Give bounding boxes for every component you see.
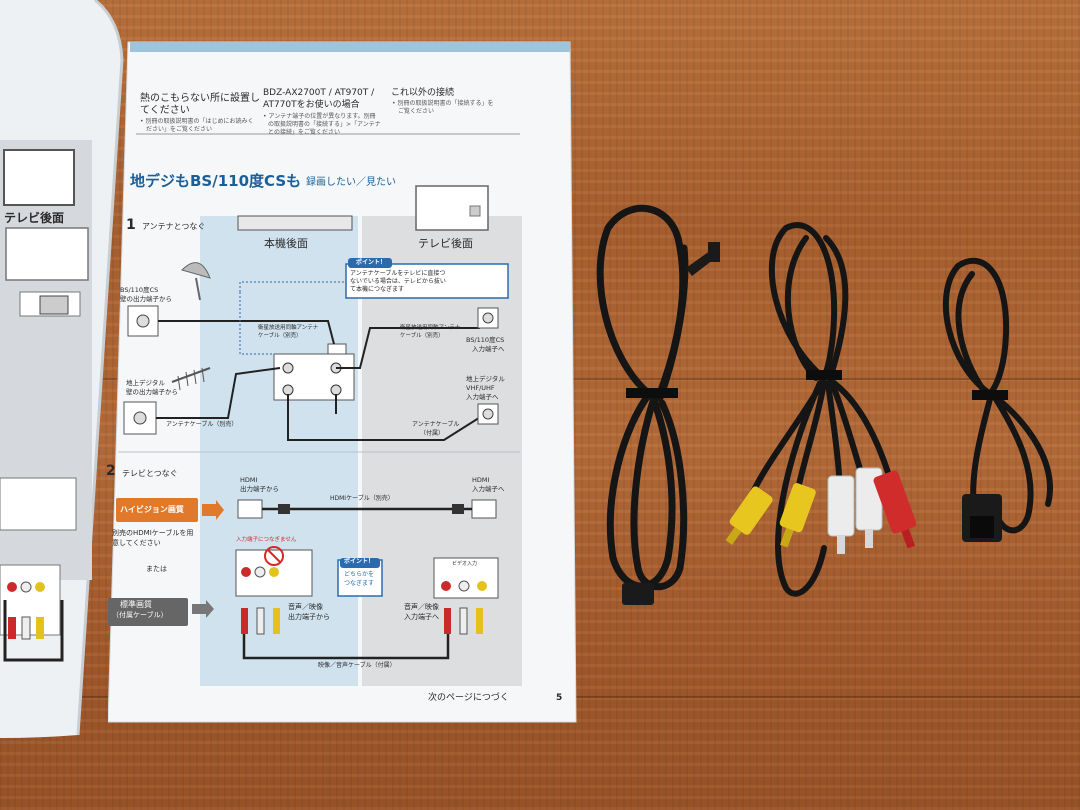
power-cable — [596, 204, 720, 605]
next-page-note: 次のページにつづく — [428, 693, 509, 703]
av-cable-label: 映像／音声ケーブル（付属） — [318, 662, 396, 669]
sat-cable-right-label: 衛星放送用同軸アンテナ — [400, 325, 461, 331]
point1-text-2: ないでいる場合は、テレビから抜い — [350, 278, 446, 285]
hd-note: 別売のHDMIケーブルを用 — [112, 529, 194, 537]
header-col2-title: BDZ-AX2700T / AT970T / — [263, 88, 375, 98]
hdmi-in-label: HDMI — [472, 476, 490, 484]
av-out-label: 音声／映像 — [288, 603, 323, 611]
no-connect-note: 入力端子につなぎません — [236, 537, 297, 543]
terr-input-label-3: 入力端子へ — [466, 393, 499, 401]
hdmi-in-label-2: 入力端子へ — [472, 485, 505, 493]
hdmi-out-label-2: 出力端子から — [240, 485, 279, 493]
terr-wall-label-2: 壁の出力端子から — [126, 388, 178, 396]
sd-quality-button: 標準画質 — [120, 600, 152, 609]
terr-wall-label: 地上デジタル — [126, 379, 165, 387]
left-page-tv-label: テレビ後面 — [4, 211, 65, 225]
connection-diagram — [108, 185, 509, 660]
header-col3-note-2: ご覧ください — [398, 108, 435, 115]
bs-wall-label: BS/110度CS — [120, 286, 159, 294]
header-col1-note-2: ださい」をご覧ください — [146, 126, 213, 133]
point2-text-2: つなぎます — [344, 580, 375, 587]
header-col1-title: 熱のこもらない所に設置し — [140, 93, 260, 104]
step1-label: アンテナとつなぐ — [142, 222, 206, 231]
zone-tv-label: テレビ後面 — [418, 237, 473, 250]
point2-text: どちらかを — [344, 571, 375, 578]
header-col1-title-2: てください — [140, 105, 190, 116]
header-col2-note-2: の取扱説明書の「接続する」>「アンテナ — [268, 121, 381, 128]
av-in-label-2: 入力端子へ — [404, 613, 439, 621]
antenna-cable-included-label-2: （付属） — [420, 430, 445, 437]
rca-av-cable — [725, 222, 917, 597]
left-page-shape — [0, 0, 124, 738]
hd-note-2: 意してください — [112, 539, 161, 547]
video-in-panel-label: ビデオ入力 — [452, 561, 478, 567]
antenna-cable-sold-label: アンテナケーブル（別売） — [166, 421, 238, 428]
page-number: 5 — [556, 693, 563, 703]
zone-recorder-label: 本機後面 — [264, 237, 308, 250]
header-col2-note-3: との接続」をご覧ください — [268, 129, 340, 136]
hdmi-out-label: HDMI — [240, 476, 258, 484]
step2-label: テレビとつなぐ — [122, 469, 178, 478]
bs-wall-label-2: 壁の出力端子から — [120, 295, 172, 303]
dc-power-cable — [942, 257, 1053, 542]
section-subtitle: 録画したい／見たい — [306, 177, 396, 188]
sat-cable-label-2: ケーブル（別売） — [258, 333, 302, 339]
point1-badge: ポイント！ — [356, 259, 387, 266]
sd-quality-button-sub: （付属ケーブル） — [112, 611, 168, 619]
point1-text: アンテナケーブルをテレビに直接つ — [350, 270, 446, 277]
antenna-cable-included-label: アンテナケーブル — [412, 421, 460, 428]
header-col2-title-2: AT770Tをお使いの場合 — [263, 100, 360, 110]
header-col3-note: • 別冊の取扱説明書の「接続する」を — [392, 100, 494, 107]
terr-input-label-2: VHF/UHF — [466, 384, 495, 392]
point2-badge: ポイント！ — [344, 558, 375, 565]
av-in-label: 音声／映像 — [404, 603, 439, 611]
step2-number: 2 — [106, 463, 116, 479]
av-out-label-2: 出力端子から — [288, 613, 330, 621]
bs-input-label: BS/110度CS — [466, 336, 505, 344]
step1-number: 1 — [126, 217, 136, 233]
point1-text-3: て本機につなぎます — [350, 286, 405, 293]
header-col1-note: • 別冊の取扱説明書の「はじめにお読みく — [140, 118, 254, 125]
hd-quality-button: ハイビジョン画質 — [120, 505, 184, 514]
sat-cable-label: 衛星放送用同軸アンテナ — [258, 325, 319, 331]
header-col3-title: これ以外の接続 — [391, 88, 455, 98]
sat-cable-right-label-2: ケーブル（別売） — [400, 333, 444, 339]
bs-input-label-2: 入力端子へ — [472, 345, 505, 353]
header-col2-note: • アンテナ端子の位置が異なります。別冊 — [263, 113, 376, 120]
terr-input-label: 地上デジタル — [466, 375, 505, 383]
or-text: または — [146, 565, 167, 573]
section-title: 地デジもBS/110度CSも — [130, 172, 302, 190]
hdmi-cable-label: HDMIケーブル（別売） — [330, 495, 394, 502]
